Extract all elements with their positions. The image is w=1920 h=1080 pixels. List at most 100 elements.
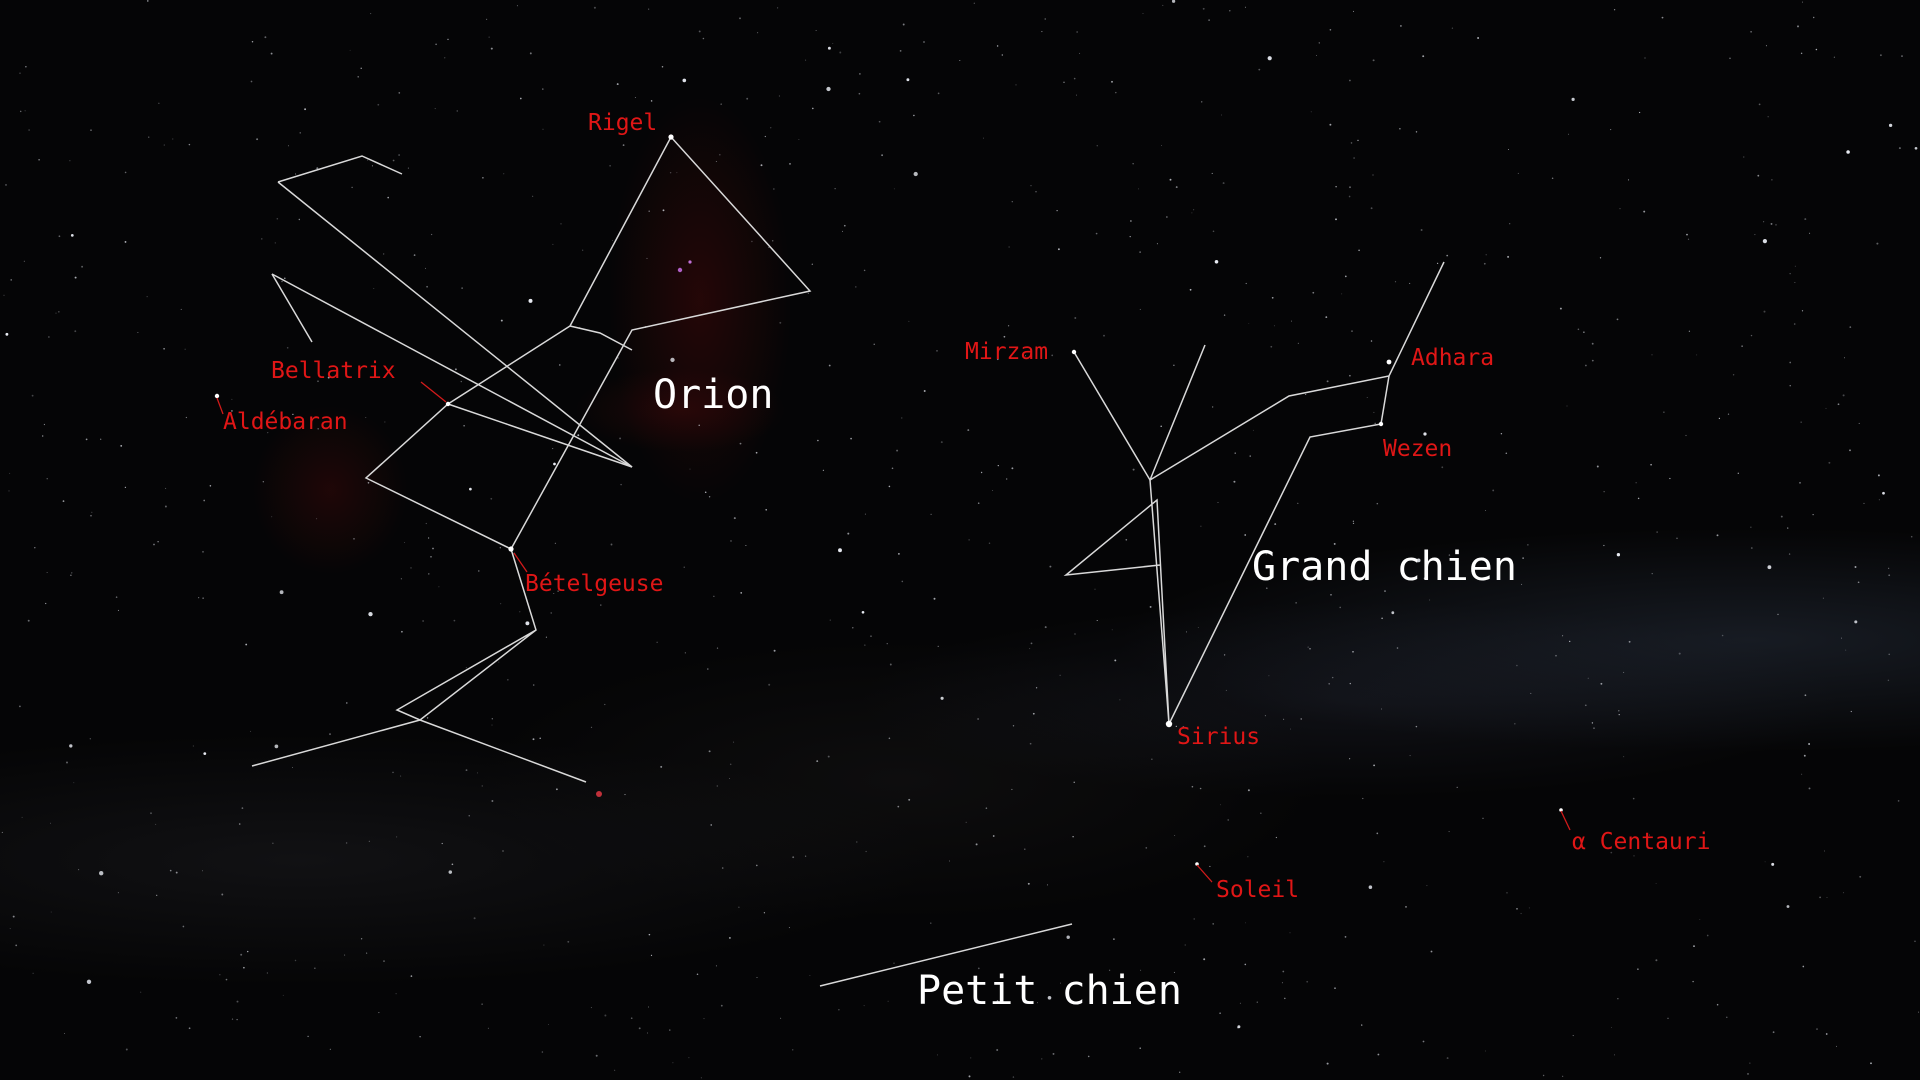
alpha-centauri-star[interactable] xyxy=(1559,808,1563,812)
background-star xyxy=(124,240,127,243)
label-wezen[interactable]: Wezen xyxy=(1383,436,1452,462)
label-orion[interactable]: Orion xyxy=(653,372,773,418)
label-sirius[interactable]: Sirius xyxy=(1177,724,1260,750)
background-star xyxy=(740,592,743,594)
background-star xyxy=(279,590,284,595)
background-star xyxy=(1758,103,1761,106)
background-star xyxy=(231,1018,234,1020)
label-alpha-centauri[interactable]: α Centauri xyxy=(1572,829,1710,855)
background-star xyxy=(1011,467,1014,470)
background-star xyxy=(1423,432,1427,436)
background-star xyxy=(1802,965,1805,968)
background-star xyxy=(392,771,394,774)
background-star xyxy=(1542,1074,1545,1077)
background-star xyxy=(1249,455,1251,457)
mirzam-star[interactable] xyxy=(1071,349,1077,355)
background-star xyxy=(1767,565,1772,570)
background-star xyxy=(1651,572,1653,575)
background-star xyxy=(1316,55,1317,57)
background-star xyxy=(1569,640,1571,643)
background-star xyxy=(1032,712,1035,715)
background-star xyxy=(117,892,119,894)
petit-chien-lines xyxy=(819,923,1073,987)
background-star xyxy=(1505,452,1508,455)
label-soleil[interactable]: Soleil xyxy=(1216,877,1299,903)
background-star xyxy=(861,610,865,614)
betelgeuse-star[interactable] xyxy=(508,546,514,552)
label-bellatrix[interactable]: Bellatrix xyxy=(271,358,396,384)
background-star xyxy=(1551,177,1554,180)
background-star xyxy=(656,641,658,643)
background-star xyxy=(468,815,470,817)
background-star xyxy=(804,855,807,857)
background-star xyxy=(829,619,831,621)
background-star xyxy=(317,427,320,430)
label-betelgeuse[interactable]: Bételgeuse xyxy=(525,571,663,597)
background-star xyxy=(1857,581,1860,584)
background-star xyxy=(1794,281,1796,283)
background-star xyxy=(1041,1058,1043,1060)
background-star xyxy=(792,856,795,859)
background-star xyxy=(188,1027,191,1030)
background-star xyxy=(368,611,373,617)
background-star xyxy=(1837,403,1840,406)
label-rigel[interactable]: Rigel xyxy=(588,110,657,136)
background-star xyxy=(1825,1033,1828,1035)
background-star xyxy=(1757,174,1760,177)
background-star xyxy=(164,505,167,508)
background-star xyxy=(1828,461,1831,464)
background-star xyxy=(267,431,269,434)
label-adhara[interactable]: Adhara xyxy=(1411,345,1494,371)
background-star xyxy=(1516,664,1518,667)
background-star xyxy=(1721,634,1724,637)
adhara-star[interactable] xyxy=(1386,359,1392,365)
background-star xyxy=(764,135,766,138)
background-star xyxy=(553,592,555,594)
background-star xyxy=(1749,1062,1751,1064)
label-pointers xyxy=(216,381,1571,883)
background-star xyxy=(1750,334,1753,337)
background-star xyxy=(1376,832,1379,835)
background-star xyxy=(1076,94,1078,96)
label-petit-chien[interactable]: Petit chien xyxy=(917,968,1182,1014)
background-star xyxy=(140,991,142,993)
background-star xyxy=(1655,883,1657,885)
background-star xyxy=(826,86,831,92)
background-star xyxy=(1352,10,1355,12)
sirius-star[interactable] xyxy=(1165,720,1173,728)
background-star xyxy=(1212,923,1215,925)
background-star xyxy=(1850,710,1852,713)
background-star xyxy=(1854,620,1858,624)
background-star xyxy=(1156,243,1158,245)
background-star xyxy=(550,612,552,614)
label-grand-chien[interactable]: Grand chien xyxy=(1252,544,1517,590)
background-star xyxy=(1275,836,1278,839)
background-star xyxy=(557,590,559,592)
soleil-star[interactable] xyxy=(1195,862,1199,866)
background-star xyxy=(240,953,243,956)
aldebaran-star[interactable] xyxy=(214,393,220,399)
background-star xyxy=(1405,906,1407,908)
background-star xyxy=(1145,847,1148,849)
background-star xyxy=(1264,715,1266,717)
background-star xyxy=(834,188,836,190)
background-star xyxy=(638,1027,641,1030)
background-star xyxy=(1571,97,1575,101)
label-mirzam[interactable]: Mirzam xyxy=(965,339,1048,365)
background-star xyxy=(78,869,80,871)
label-aldebaran[interactable]: Aldébaran xyxy=(223,409,348,435)
background-star xyxy=(553,462,556,466)
background-star xyxy=(923,41,925,43)
constellation-labels: Orion Grand chien Petit chien xyxy=(653,372,1517,1014)
background-star xyxy=(148,136,150,138)
rigel-star[interactable] xyxy=(668,134,674,140)
background-star xyxy=(488,36,490,38)
background-star xyxy=(519,97,522,100)
background-star xyxy=(1113,938,1115,940)
background-star xyxy=(1197,627,1199,628)
wezen-star[interactable] xyxy=(1378,421,1384,427)
background-star xyxy=(1482,817,1484,819)
bellatrix-star[interactable] xyxy=(445,401,451,407)
background-star xyxy=(1667,1017,1669,1019)
